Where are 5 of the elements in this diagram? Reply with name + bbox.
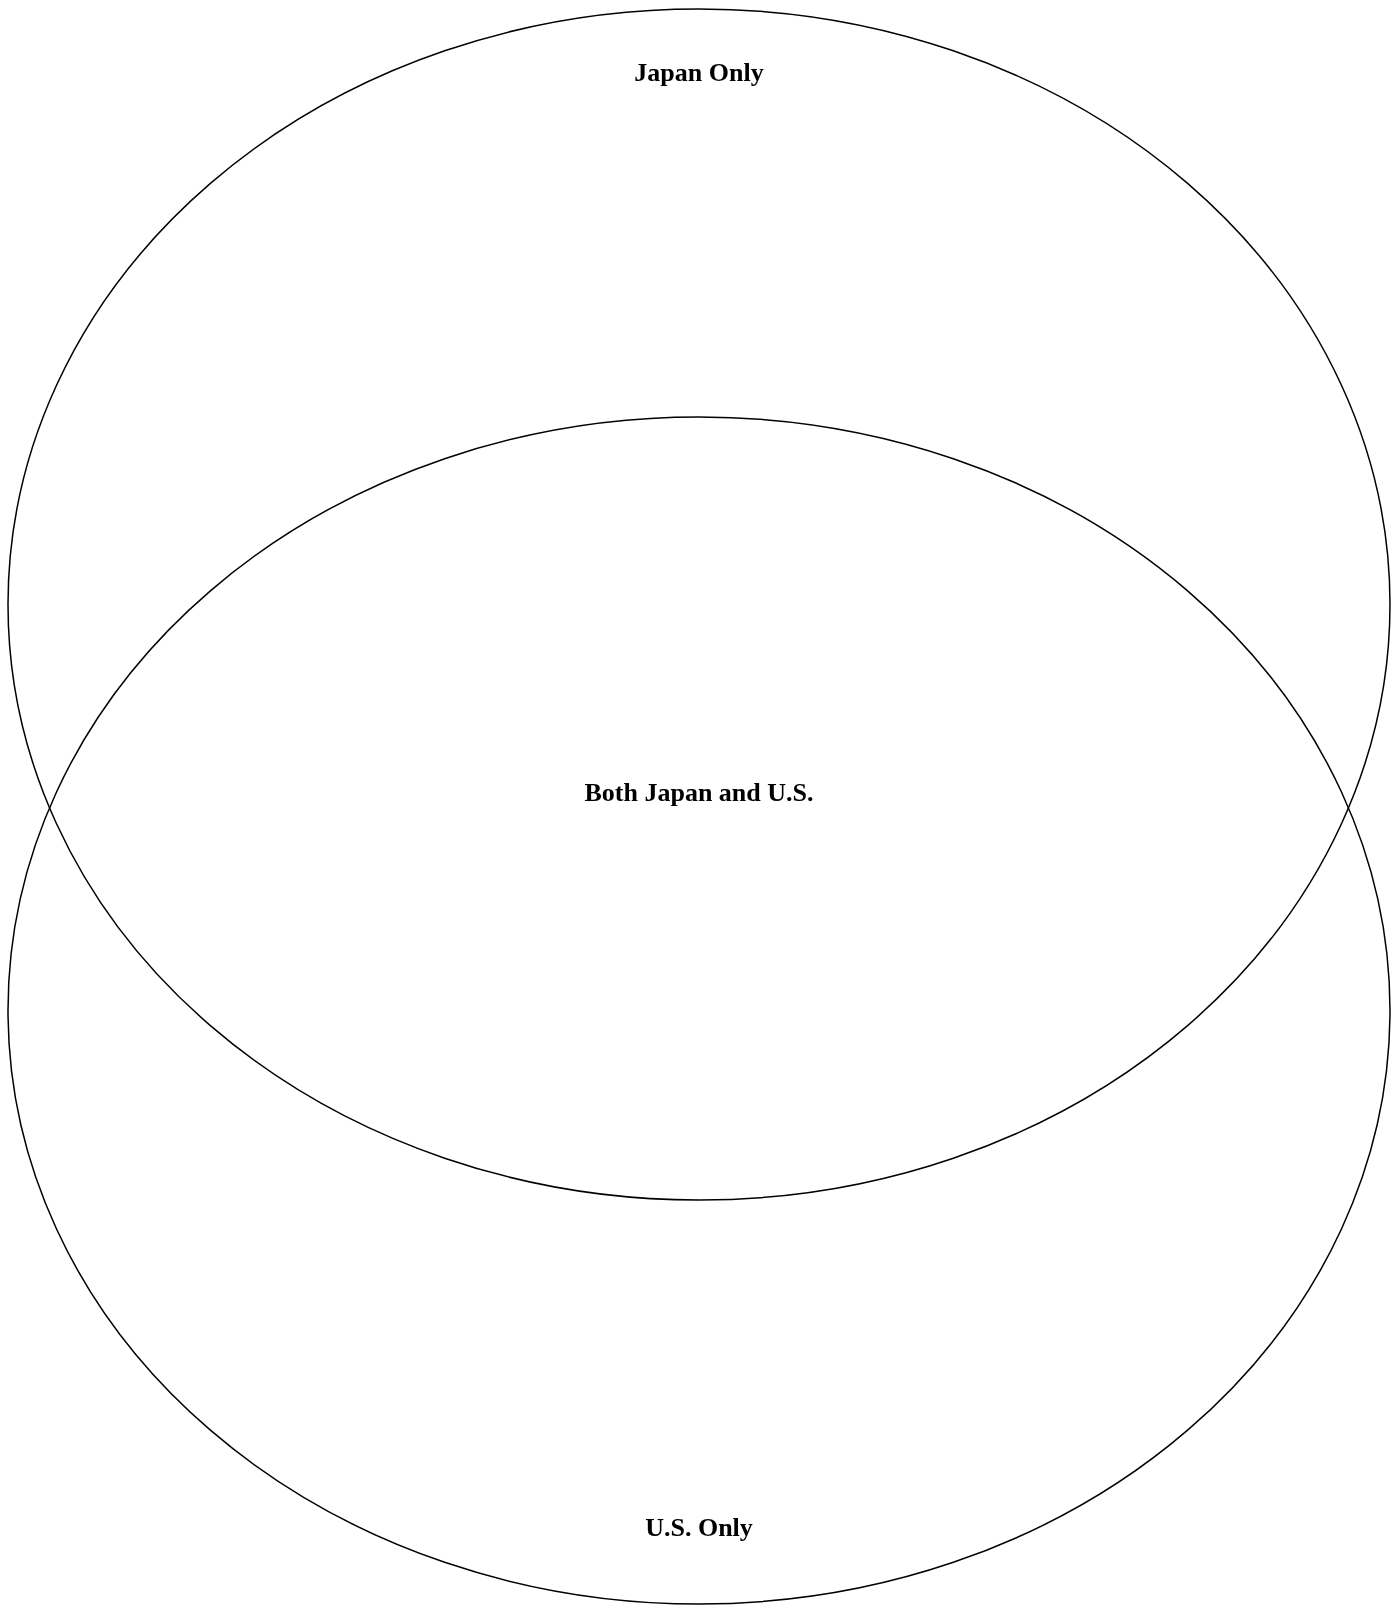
overlap-label: Both Japan and U.S.	[584, 778, 814, 808]
set-label: Japan Only	[634, 58, 764, 88]
set-label: U.S. Only	[645, 1513, 753, 1543]
venn-ellipse	[7, 416, 1391, 1605]
venn-ellipse	[7, 8, 1391, 1201]
